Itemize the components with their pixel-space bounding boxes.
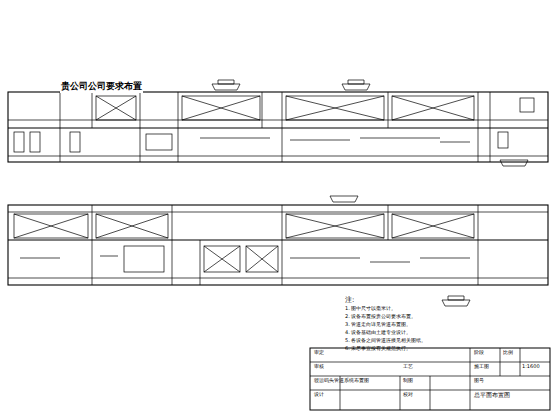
- title-cell: 施工图: [474, 364, 489, 370]
- note-line: 3. 管道走向详见管道布置图。: [345, 322, 411, 328]
- title-cell: 审核: [314, 364, 324, 370]
- note-heading: 注:: [345, 296, 354, 304]
- title-cell: 驳运码头管道系统布置图: [314, 378, 369, 384]
- note-line: 2. 设备布置按贵公司要求布置。: [345, 314, 416, 320]
- note-line: 1. 图中尺寸以毫米计。: [345, 306, 396, 312]
- note-line: 5. 各设备之间管道连接见相关图纸。: [345, 338, 426, 344]
- title-cell: 校对: [403, 392, 413, 398]
- title-cell: 审定: [314, 350, 324, 356]
- note-line: 4. 设备基础由土建专业设计。: [345, 330, 411, 336]
- scale-value: 1:1600: [522, 364, 540, 370]
- title-cell: 图号: [474, 378, 484, 384]
- drawing-name: 总平面布置图: [474, 392, 510, 399]
- title-cell: 制图: [403, 378, 413, 384]
- drawing-heading: 贵公司公司要求布置: [60, 80, 143, 93]
- title-cell: 工艺: [403, 364, 413, 370]
- title-cell: 比例: [503, 350, 513, 356]
- title-cell: 设计: [314, 392, 324, 398]
- title-cell: 阶段: [474, 350, 484, 356]
- note-line: 6. 未尽事宜按有关规范执行。: [345, 346, 411, 352]
